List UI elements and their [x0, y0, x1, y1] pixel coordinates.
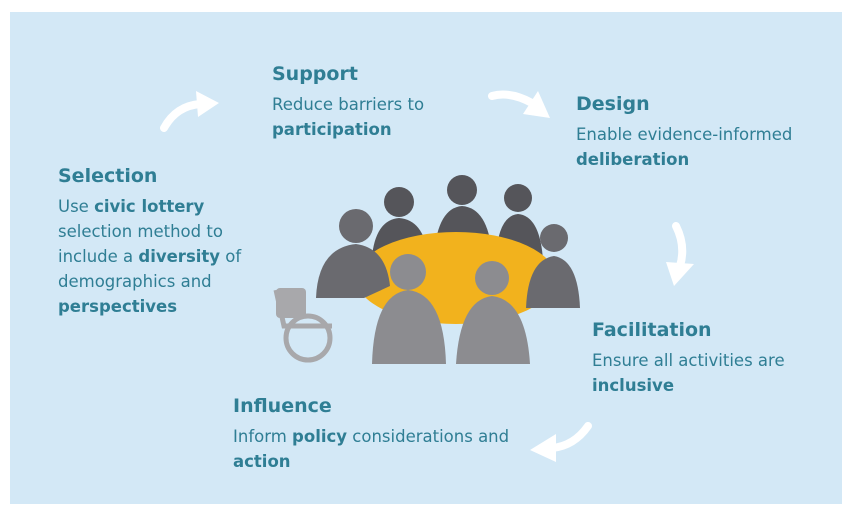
stage-design-title: Design — [576, 93, 650, 115]
stage-influence-title: Influence — [233, 395, 332, 417]
curved-arrow-icon — [488, 90, 550, 118]
stage-design-description: Enable evidence-informed deliberation — [576, 125, 793, 169]
stage-support-description: Reduce barriers to participation — [272, 95, 425, 139]
stage-support: Support Reduce barriers to participation — [272, 62, 512, 142]
stage-facilitation-description: Ensure all activities are inclusive — [592, 351, 785, 395]
stage-selection-title: Selection — [58, 165, 158, 187]
curved-arrow-icon — [160, 91, 219, 132]
stage-support-title: Support — [272, 63, 358, 85]
people-around-table-illustration — [273, 175, 580, 364]
curved-arrow-icon — [530, 422, 592, 462]
stage-design: Design Enable evidence-informed delibera… — [576, 92, 836, 172]
stage-facilitation-title: Facilitation — [592, 319, 712, 341]
curved-arrow-icon — [666, 222, 694, 286]
stage-selection: Selection Use civic lottery selection me… — [58, 164, 278, 319]
stage-selection-description: Use civic lottery selection method to in… — [58, 197, 242, 316]
stage-influence-description: Inform policy considerations and action — [233, 427, 510, 471]
stage-influence: Influence Inform policy considerations a… — [233, 394, 533, 474]
stage-facilitation: Facilitation Ensure all activities are i… — [592, 318, 832, 398]
